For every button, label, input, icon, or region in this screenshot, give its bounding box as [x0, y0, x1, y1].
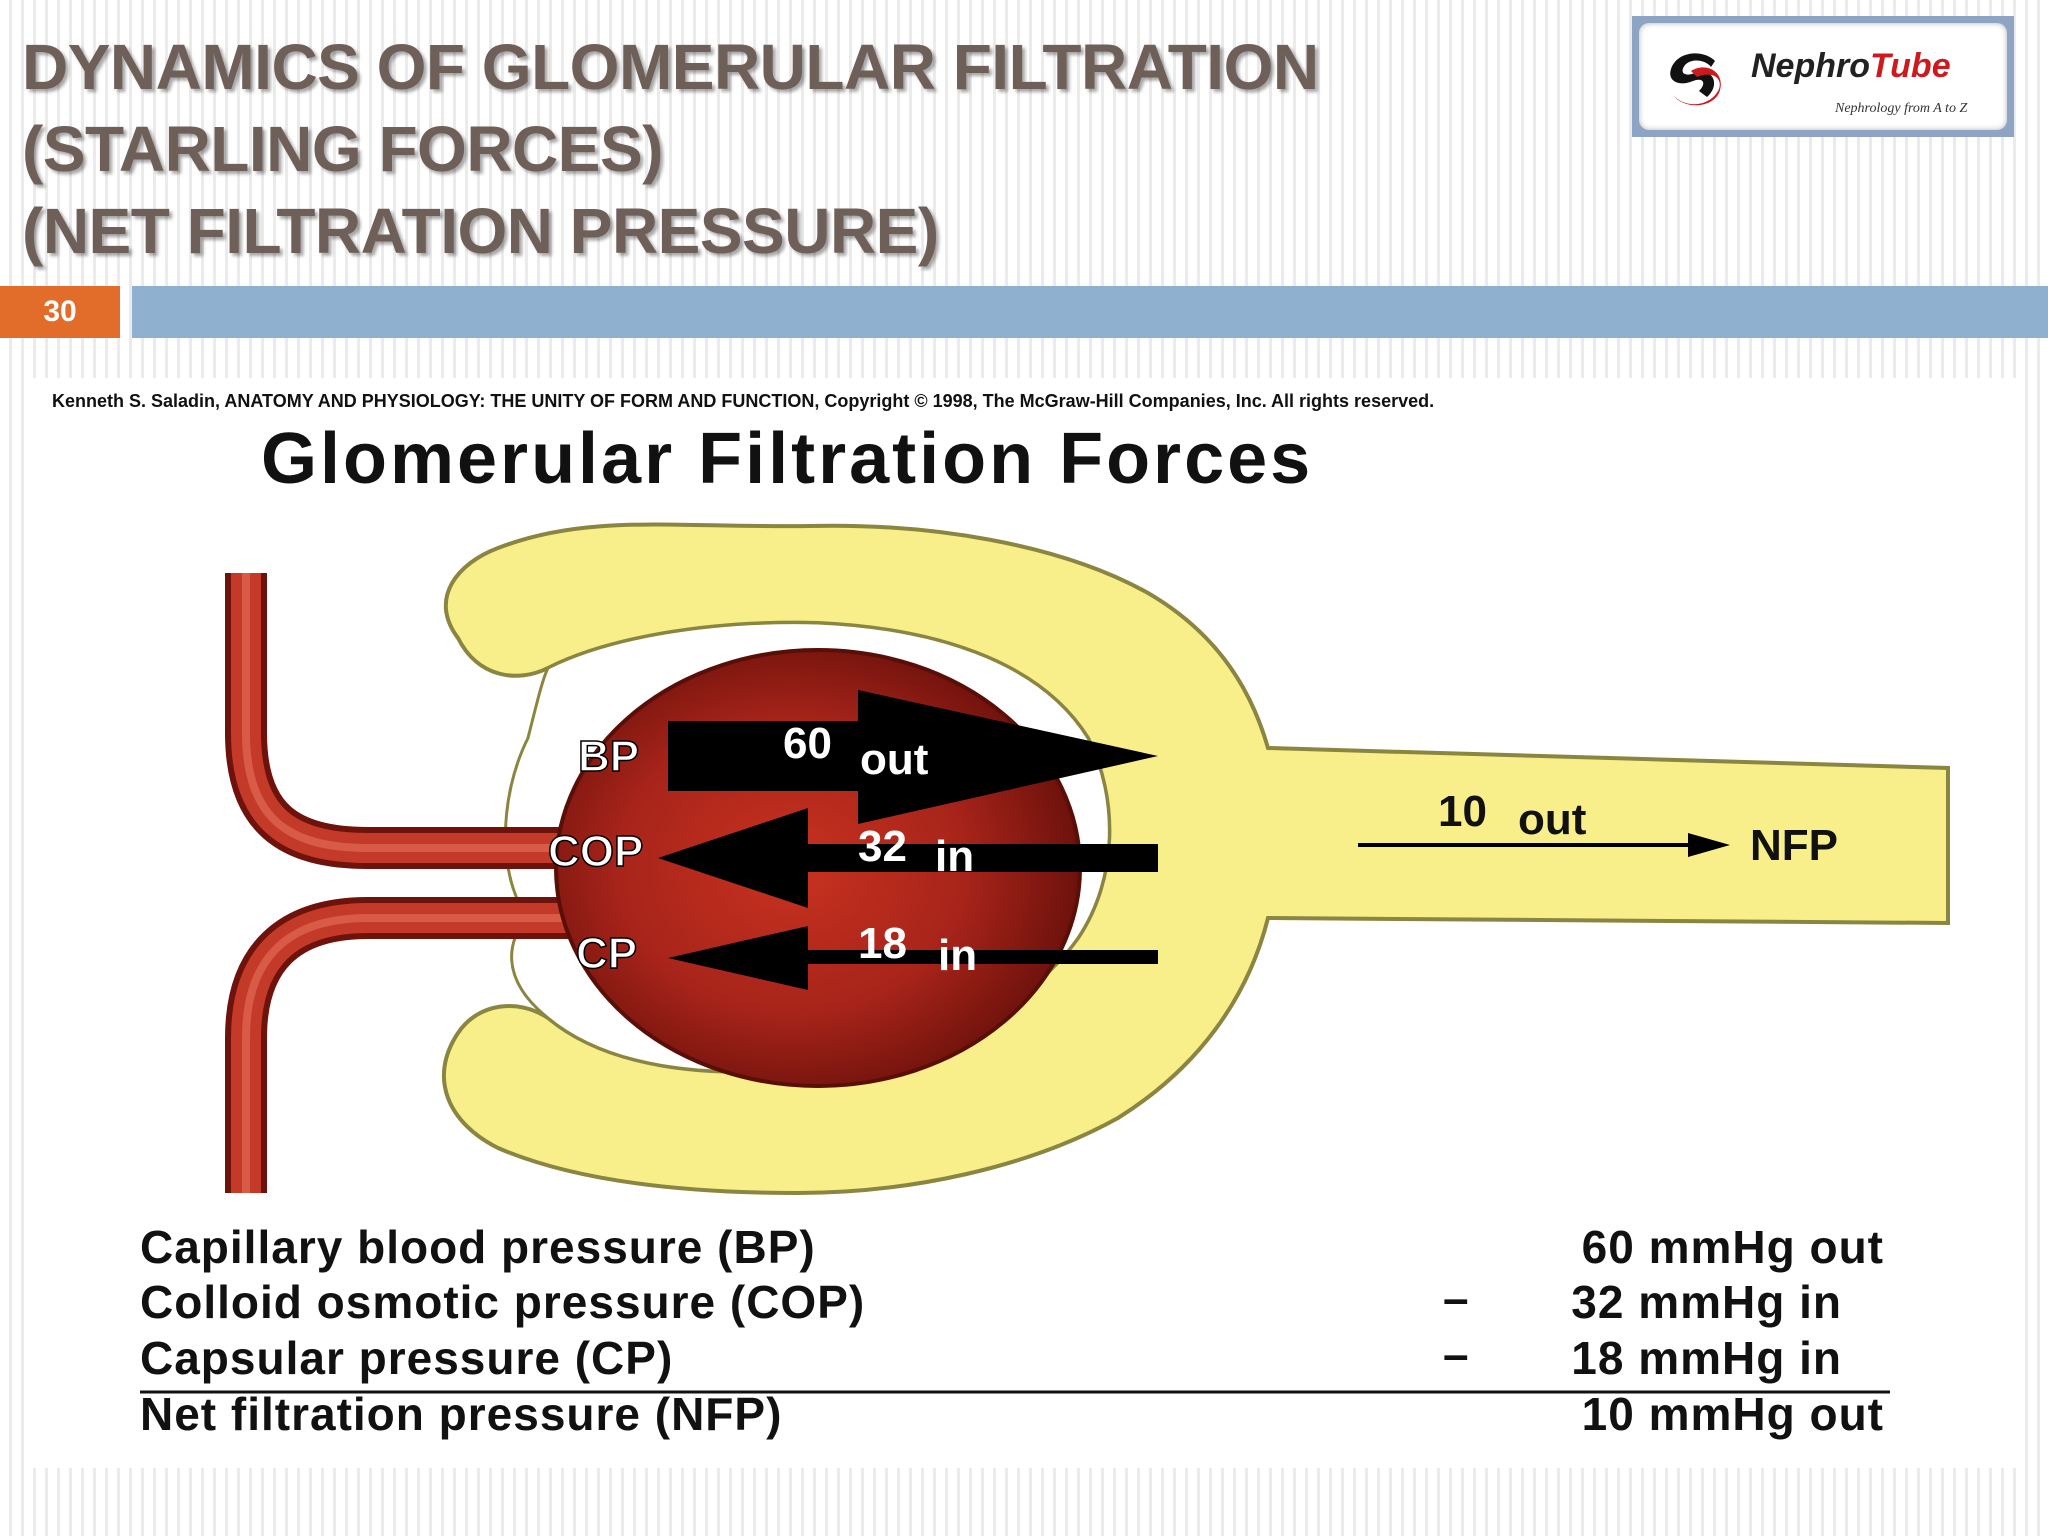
cop-label: COP	[548, 827, 643, 876]
table-row-2-label: Colloid osmotic pressure (COP)	[140, 1276, 865, 1328]
nfp-value: 10	[1438, 787, 1487, 836]
table-row-1-value: 60 mmHg out	[1582, 1221, 1884, 1273]
bp-direction: out	[860, 735, 929, 784]
logo-name-part1: Nephro	[1751, 47, 1870, 85]
title-line-3: (NET FILTRATION PRESSURE)	[22, 195, 939, 267]
table-row-4-label: Net filtration pressure (NFP)	[140, 1388, 782, 1440]
table-row-1-label: Capillary blood pressure (BP)	[140, 1221, 816, 1273]
nfp-arrow	[1358, 833, 1730, 857]
bp-value: 60	[783, 719, 832, 768]
title-line-1: DYNAMICS OF GLOMERULAR FILTRATION	[22, 31, 1319, 103]
cp-value: 18	[858, 919, 907, 968]
cop-arrow	[658, 808, 1158, 908]
header-divider-bar	[132, 286, 2048, 338]
table-row-2-sign: –	[1443, 1272, 1469, 1324]
table-row-4-value: 10 mmHg out	[1582, 1388, 1884, 1440]
table-row-3-label: Capsular pressure (CP)	[140, 1332, 673, 1384]
nephrotube-swirl-icon	[1670, 53, 1721, 106]
slide-title: DYNAMICS OF GLOMERULAR FILTRATION (STARL…	[22, 26, 1602, 272]
figure-credit: Kenneth S. Saladin, ANATOMY AND PHYSIOLO…	[52, 391, 1434, 411]
nephrotube-logo: NephroTube Nephrology from A to Z	[1632, 16, 2014, 137]
blood-vessels	[225, 573, 588, 1193]
logo-tagline: Nephrology from A to Z	[1835, 101, 1968, 116]
nfp-label: NFP	[1750, 821, 1838, 870]
cp-label: CP	[576, 929, 637, 978]
cop-direction: in	[935, 832, 974, 881]
table-row-2-value: 32 mmHg in	[1571, 1276, 1842, 1328]
nfp-direction: out	[1518, 795, 1587, 844]
cp-arrow	[668, 926, 1158, 990]
table-row-3-value: 18 mmHg in	[1571, 1332, 1842, 1384]
cp-direction: in	[938, 931, 977, 980]
cop-value: 32	[858, 822, 907, 871]
title-line-2: (STARLING FORCES)	[22, 113, 663, 185]
bp-label: BP	[578, 732, 639, 781]
bp-arrow	[668, 690, 1158, 824]
slide-number: 30	[0, 286, 120, 338]
figure-panel: Kenneth S. Saladin, ANATOMY AND PHYSIOLO…	[28, 378, 2020, 1468]
table-row-3-sign: –	[1443, 1328, 1469, 1380]
logo-wordmark: NephroTube	[1751, 47, 1951, 86]
figure-heading: Glomerular Filtration Forces	[261, 419, 1313, 499]
logo-name-part2: Tube	[1870, 47, 1951, 85]
pressure-table: Capillary blood pressure (BP) 60 mmHg ou…	[140, 1221, 1890, 1440]
